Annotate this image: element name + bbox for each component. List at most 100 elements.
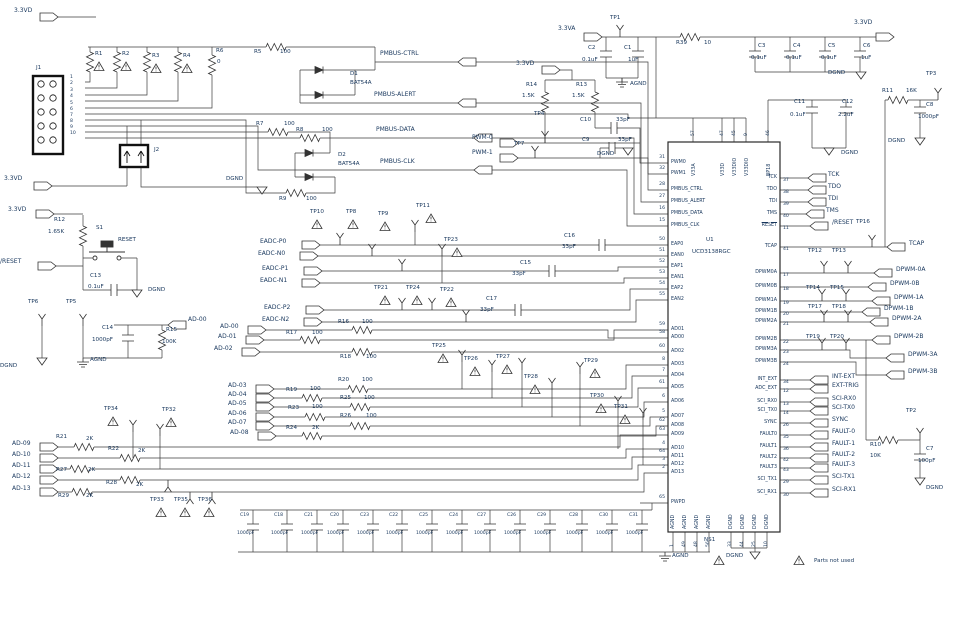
label-dpwm-0a: DPWM-0A — [896, 266, 926, 273]
label-ad-05: AD-05 — [228, 400, 247, 407]
label-2k: 2K — [138, 448, 146, 454]
cap-val-c26: 1000pF — [504, 531, 522, 536]
label-100: 100 — [312, 404, 323, 410]
label-r14: R14 — [526, 82, 538, 88]
chip-ref: U1 — [706, 237, 714, 243]
label-sci-rx1: SCI-RX1 — [832, 486, 857, 493]
label-reset: /RESET — [0, 258, 22, 265]
chip-pin-dgnd: DGND — [741, 514, 746, 529]
label-eadc-p2: EADC-P2 — [264, 304, 291, 311]
net-flag-icon — [886, 242, 906, 252]
chip-pin-ad11: AD11 — [671, 454, 685, 459]
net-flag-icon — [247, 325, 267, 335]
label-r13: R13 — [576, 82, 588, 88]
net-flag-icon — [301, 240, 321, 250]
label-tms: TMS — [826, 207, 839, 214]
label-ns1: NS1 — [704, 537, 716, 543]
chip-pin-num-23: 23 — [783, 350, 789, 355]
net-flag-icon — [809, 453, 829, 463]
j1-pin-8: 8 — [70, 119, 73, 124]
net-flag-icon — [499, 138, 519, 148]
label-dpwm-3b: DPWM-3B — [908, 368, 938, 375]
net-flag-icon — [867, 282, 887, 292]
label-ad-11: AD-11 — [12, 462, 31, 469]
label-tp11: TP11 — [416, 203, 430, 209]
chip-pin-num-45: 45 — [732, 130, 737, 136]
chip-pin-v33a: V33A — [692, 163, 697, 176]
chip-pin-ad13: AD13 — [671, 470, 685, 475]
label-dgnd: DGND — [888, 138, 906, 144]
chip-pin-dpwm0b: DPWM0B — [755, 284, 777, 289]
chip-pin-num-26: 26 — [783, 423, 789, 428]
cap-val-c18: 1000pF — [271, 531, 289, 536]
j1-pin-6: 6 — [70, 107, 73, 112]
label-tp14: TP14 — [806, 285, 820, 291]
label-1uf: 1uF — [628, 57, 639, 63]
label-tp7: TP7 — [514, 141, 525, 147]
chip-pin-num-65: 65 — [659, 495, 665, 500]
chip-pin-tdo: TDO — [766, 187, 777, 192]
label-tp26: TP26 — [464, 356, 478, 362]
cap-val-c31: 1000pF — [626, 531, 644, 536]
label-tp13: TP13 — [832, 248, 846, 254]
label-c14: C14 — [102, 325, 114, 331]
chip-pin-num-34: 34 — [783, 380, 789, 385]
net-flag-icon — [807, 197, 827, 207]
net-flag-icon — [885, 370, 905, 380]
chip-pin-fault2: FAULT2 — [759, 455, 777, 460]
net-flag-icon — [457, 98, 477, 108]
label-int-ext: INT-EXT — [832, 373, 855, 380]
label-r39: R39 — [676, 40, 688, 46]
chip-pin-num-4: 4 — [662, 441, 665, 446]
label-sci-tx0: SCI-TX0 — [832, 404, 855, 411]
label-c8: C8 — [926, 102, 934, 108]
chip-pin-dpwm3a: DPWM3A — [755, 347, 777, 352]
label-33pf: 33pF — [480, 307, 494, 313]
chip-pin-pwpd: PWPD — [671, 500, 686, 505]
label-3-3vd: 3.3VD — [4, 175, 23, 182]
chip-pin-num-32: 32 — [659, 166, 665, 171]
label-tp9: TP9 — [378, 211, 389, 217]
label-tp19: TP19 — [806, 334, 820, 340]
j1-pin-7: 7 — [70, 113, 73, 118]
net-flag-icon — [39, 475, 59, 485]
chip-pin-tck: TCK — [767, 175, 777, 180]
label-eadc-n1: EADC-N1 — [260, 277, 288, 284]
chip-pin-num-60: 60 — [659, 344, 665, 349]
label-pwm-0: PWM-0 — [472, 134, 493, 141]
chip-pin-num-36: 36 — [783, 447, 789, 452]
legend-text: Parts not used — [814, 558, 855, 564]
label-3-3va: 3.3VA — [558, 25, 576, 32]
label-ad-13: AD-13 — [12, 485, 31, 492]
connector-j2 — [118, 143, 150, 169]
label-r26: R26 — [340, 413, 352, 419]
chip-pin-num-48: 48 — [694, 541, 699, 547]
label-0-1uf: 0.1uF — [786, 55, 802, 61]
chip-pin-fault0: FAULT0 — [759, 432, 777, 437]
chip-pin-tdi: TDI — [768, 199, 777, 204]
label-r17: R17 — [286, 330, 298, 336]
chip-pin-ad00: AD00 — [671, 335, 685, 340]
label-c10: C10 — [580, 117, 592, 123]
chip-pin-num-33: 33 — [728, 541, 733, 547]
j1-pin-9: 9 — [70, 125, 73, 130]
chip-pin-ad05: AD05 — [671, 385, 685, 390]
cap-val-c27: 1000pF — [474, 531, 492, 536]
net-flag-icon — [807, 185, 827, 195]
label-tp20: TP20 — [830, 334, 844, 340]
label-fault-1: FAULT-1 — [832, 440, 856, 447]
label-1uf: 1uF — [861, 55, 872, 61]
chip-pin-num-18: 18 — [783, 287, 789, 292]
chip-pin-num-50: 50 — [659, 237, 665, 242]
label-tp29: TP29 — [584, 358, 598, 364]
net-flag-icon — [541, 65, 561, 75]
cap-ref-c18: C18 — [274, 513, 284, 518]
net-flag-icon — [303, 317, 323, 327]
chip-pin-num-14: 14 — [783, 411, 789, 416]
chip-pin-dgnd: DGND — [753, 514, 758, 529]
label-fault-3: FAULT-3 — [832, 461, 856, 468]
cap-val-c21: 1000pF — [301, 531, 319, 536]
label-3-3vd: 3.3VD — [854, 19, 873, 26]
label-33pf: 33pF — [618, 137, 632, 143]
